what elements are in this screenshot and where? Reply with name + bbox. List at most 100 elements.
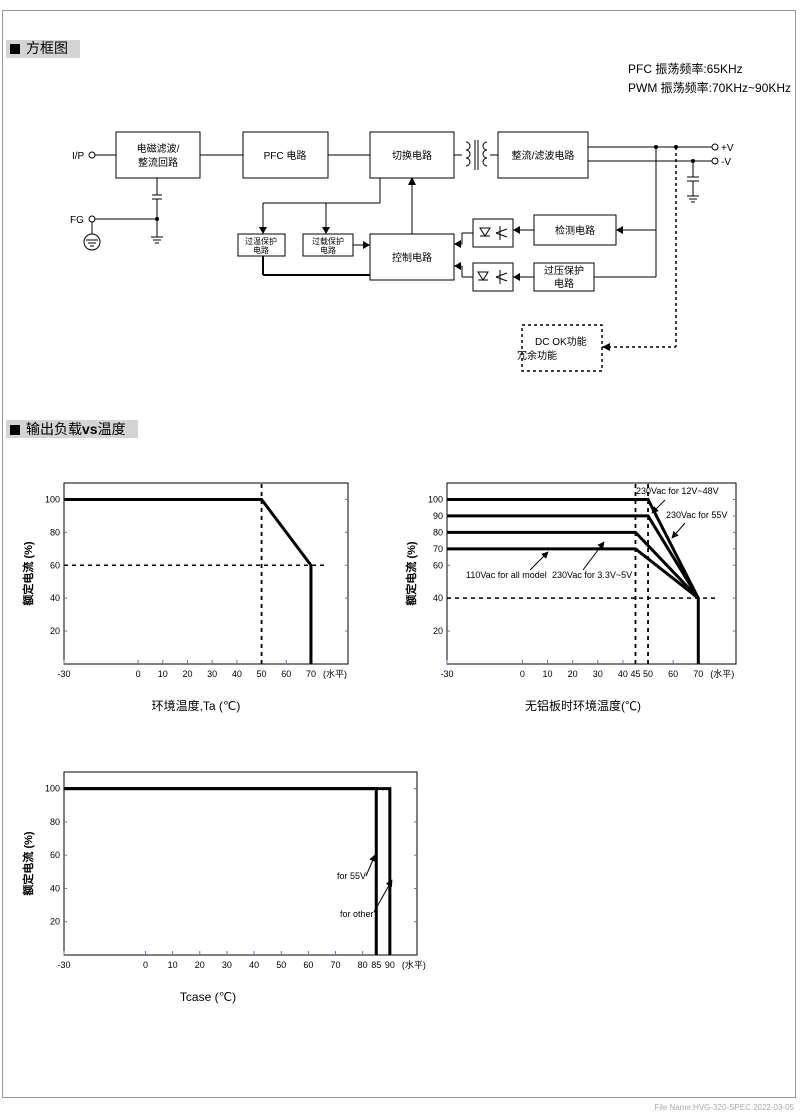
x-axis-label: Tcase (℃) <box>180 990 236 1004</box>
derating-section-title: 输出负载vs温度 <box>6 420 138 438</box>
plot-frame <box>63 482 349 665</box>
annotation-arrow-0 <box>651 499 666 514</box>
series-line-1 <box>447 514 700 599</box>
x-tick-label: 0 <box>143 960 148 970</box>
x-tick-label: 60 <box>281 669 291 679</box>
x-tick-label: 20 <box>182 669 192 679</box>
x-tick-label: 10 <box>168 960 178 970</box>
x-axis-label: 环境温度,Ta (℃) <box>152 698 241 713</box>
x-tick-label: 20 <box>195 960 205 970</box>
y-axis-label: 额定电流 (%) <box>21 831 35 895</box>
annotation-arrow-3 <box>529 551 549 571</box>
x-tick-label: -30 <box>57 960 70 970</box>
series-line-0 <box>64 497 313 664</box>
x-tick-label: 10 <box>543 669 553 679</box>
x-tick-label: 90 <box>385 960 395 970</box>
x-tick-label: 45 <box>630 669 640 679</box>
x-tick-label: 50 <box>257 669 267 679</box>
x-tick-label: 60 <box>303 960 313 970</box>
pfc-frequency-spec: PFC 振荡频率:65KHz <box>628 62 743 76</box>
series-line-0 <box>447 497 700 664</box>
out-neg-label: -V <box>721 157 731 168</box>
x-tick-label: 50 <box>276 960 286 970</box>
ovp-label-2: 电路 <box>554 277 574 290</box>
y-tick-label: 90 <box>433 511 443 521</box>
y-axis-label: 额定电流 (%) <box>21 541 35 605</box>
series-line-2 <box>447 530 700 600</box>
otp-block <box>237 233 286 257</box>
plot-frame <box>446 482 737 665</box>
ip-label: I/P <box>72 151 85 162</box>
footer-filename: File Name:HVG-320-SPEC 2022-03-05 <box>654 1103 794 1112</box>
block-diagram-section-title: 方框图 <box>6 40 80 58</box>
x-tick-label: 70 <box>693 669 703 679</box>
optocoupler-bottom-icon <box>477 270 508 284</box>
optocoupler-top-icon <box>479 226 508 240</box>
x-tick-label: 80 <box>358 960 368 970</box>
y-tick-label: 60 <box>50 850 60 860</box>
y-axis-label: 额定电流 (%) <box>404 541 418 605</box>
y-tick-label: 100 <box>428 494 443 504</box>
dcok-label-1: DC OK功能 <box>535 335 587 348</box>
x-tick-label: -30 <box>440 669 453 679</box>
y-tick-label: 40 <box>50 593 60 603</box>
olp-label-2: 电路 <box>320 245 336 255</box>
x-tick-label: 40 <box>232 669 242 679</box>
detection-label: 检测电路 <box>555 224 595 237</box>
series-annotation-1: 230Vac for 55V <box>666 510 727 520</box>
y-tick-label: 40 <box>50 883 60 893</box>
x-tick-label: 40 <box>249 960 259 970</box>
x-tick-label: 0 <box>520 669 525 679</box>
y-tick-label: 70 <box>433 544 443 554</box>
dcok-label-2: 冗余功能 <box>517 349 557 362</box>
plot-frame <box>63 771 418 956</box>
x-tick-label: 0 <box>136 669 141 679</box>
derating-title-cn: 输出负载 <box>26 422 82 438</box>
ovp-label-1: 过压保护 <box>544 264 584 277</box>
y-tick-label: 60 <box>433 560 443 570</box>
annotation-arrow-0 <box>365 854 376 877</box>
series-annotation-0: for 55V <box>337 871 366 881</box>
page-frame <box>2 10 796 1098</box>
x-tick-label: 85 <box>371 960 381 970</box>
y-tick-label: 80 <box>50 817 60 827</box>
y-tick-label: 100 <box>45 784 60 794</box>
x-unit-label: (水平) <box>710 668 734 679</box>
x-tick-label: 40 <box>618 669 628 679</box>
derating-title-vs: vs <box>82 421 98 437</box>
y-tick-label: 20 <box>433 626 443 636</box>
y-tick-label: 100 <box>45 494 60 504</box>
annotation-arrow-2 <box>582 541 605 571</box>
x-tick-label: 20 <box>568 669 578 679</box>
y-tick-label: 20 <box>50 917 60 927</box>
olp-label-1: 过载保护 <box>312 236 344 246</box>
derating-title-cn2: 温度 <box>97 422 126 438</box>
annotation-arrow-1 <box>671 522 686 539</box>
x-tick-label: 50 <box>643 669 653 679</box>
series-annotation-0: 230Vac for 12V~48V <box>636 486 719 496</box>
otp-label-1: 过温保护 <box>245 236 277 246</box>
emi-filter-label-2: 整流回路 <box>138 156 178 169</box>
x-tick-label: -30 <box>57 669 70 679</box>
pwm-frequency-spec: PWM 振荡频率:70KHz~90KHz <box>628 81 792 95</box>
block-diagram: I/P FG 电磁滤波/ 整流回路 PFC 电路 切换电路 整流/滤波电路 +V… <box>70 131 734 372</box>
y-tick-label: 80 <box>50 527 60 537</box>
series-line-1 <box>64 787 392 955</box>
y-tick-label: 20 <box>50 626 60 636</box>
fg-label: FG <box>70 215 84 226</box>
otp-label-2: 电路 <box>253 245 269 255</box>
bullet-square-icon <box>10 44 20 54</box>
dcok-block <box>521 324 603 372</box>
control-label: 控制电路 <box>392 251 432 264</box>
out-pos-label: +V <box>721 143 734 154</box>
x-tick-label: 70 <box>306 669 316 679</box>
emi-filter-label-1: 电磁滤波/ <box>137 142 180 155</box>
series-annotation-2: 230Vac for 3.3V~5V <box>552 570 632 580</box>
x-axis-label: 无铝板时环境温度(℃) <box>525 698 641 713</box>
block-diagram-title-text: 方框图 <box>26 41 68 57</box>
x-tick-label: 30 <box>207 669 217 679</box>
series-line-0 <box>64 787 378 955</box>
